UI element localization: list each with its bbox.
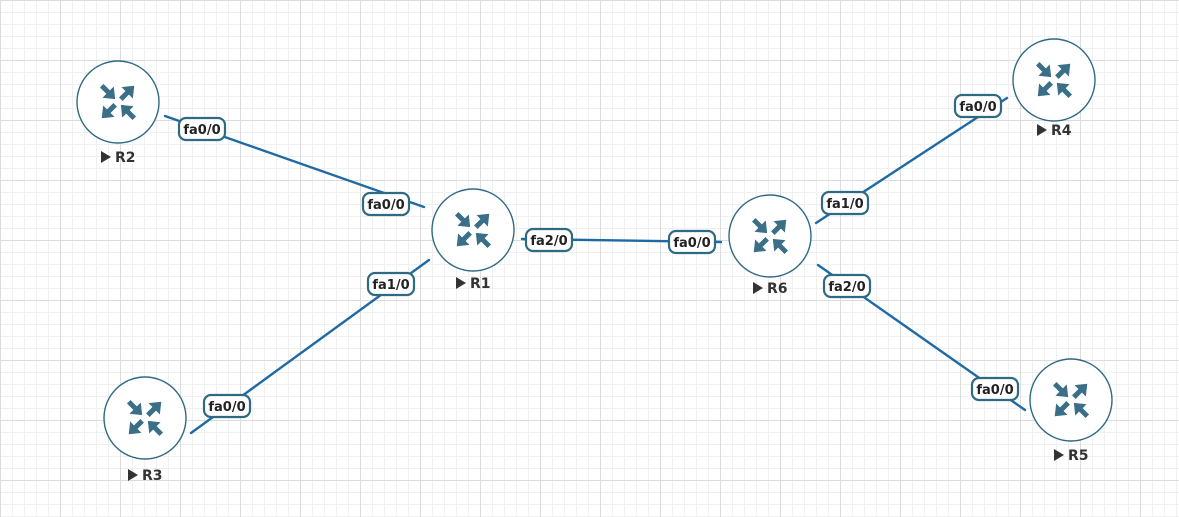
- router-label: R2: [115, 150, 136, 166]
- router-arrows-icon: [126, 399, 164, 437]
- router-icon: [1012, 38, 1096, 122]
- play-icon[interactable]: [1037, 124, 1047, 136]
- router-label: R6: [767, 281, 788, 297]
- interface-label-box: [667, 229, 717, 255]
- router-label: R3: [142, 468, 163, 484]
- play-icon[interactable]: [1054, 449, 1064, 461]
- interface-label-r5-fa0-0[interactable]: fa0/0: [970, 376, 1020, 402]
- router-arrows-icon: [1035, 61, 1073, 99]
- interface-label-box: [524, 227, 574, 253]
- play-icon[interactable]: [128, 469, 138, 481]
- interface-label-text: fa1/0: [372, 278, 409, 293]
- interface-label-r2-fa0-0[interactable]: fa0/0: [177, 116, 227, 142]
- router-r1[interactable]: R1: [431, 188, 515, 292]
- interface-label-r6-fa0-0[interactable]: fa0/0: [667, 229, 717, 255]
- router-arrows-icon: [99, 83, 137, 121]
- router-icon: [103, 376, 187, 460]
- play-icon[interactable]: [753, 282, 763, 294]
- router-icon: [76, 60, 160, 144]
- interface-label-r1-fa2-0[interactable]: fa2/0: [524, 227, 574, 253]
- router-icon: [728, 194, 812, 278]
- interface-label-text: fa0/0: [959, 100, 996, 115]
- interface-label-box: [820, 190, 870, 216]
- interface-label-r6-fa1-0[interactable]: fa1/0: [820, 190, 870, 216]
- interface-label-text: fa2/0: [530, 234, 567, 249]
- interface-label-box: [970, 376, 1020, 402]
- interface-label-box: [202, 393, 252, 419]
- interface-label-r1-fa1-0[interactable]: fa1/0: [366, 271, 416, 297]
- router-arrows-icon: [1052, 381, 1090, 419]
- router-icon: [431, 188, 515, 272]
- router-r5[interactable]: R5: [1029, 358, 1113, 464]
- interface-label-r3-fa0-0[interactable]: fa0/0: [202, 393, 252, 419]
- router-label: R1: [470, 276, 491, 292]
- router-r6[interactable]: R6: [728, 194, 812, 297]
- interface-label-box: [361, 191, 411, 217]
- interface-label-box: [822, 273, 872, 299]
- play-icon[interactable]: [101, 151, 111, 163]
- interface-label-text: fa0/0: [367, 198, 404, 213]
- interface-label-text: fa0/0: [183, 123, 220, 138]
- interface-label-text: fa1/0: [826, 197, 863, 212]
- interface-label-box: [177, 116, 227, 142]
- interface-label-r4-fa0-0[interactable]: fa0/0: [953, 93, 1003, 119]
- interface-label-text: fa0/0: [673, 236, 710, 251]
- router-label: R5: [1068, 448, 1089, 464]
- play-icon[interactable]: [456, 277, 466, 289]
- interface-label-box: [953, 93, 1003, 119]
- interface-label-r1-fa0-0[interactable]: fa0/0: [361, 191, 411, 217]
- router-arrows-icon: [454, 211, 492, 249]
- interface-label-text: fa2/0: [828, 280, 865, 295]
- router-r2[interactable]: R2: [76, 60, 160, 166]
- interface-label-r6-fa2-0[interactable]: fa2/0: [822, 273, 872, 299]
- router-r3[interactable]: R3: [103, 376, 187, 484]
- router-icon: [1029, 358, 1113, 442]
- links-layer: [163, 96, 1027, 435]
- router-arrows-icon: [751, 217, 789, 255]
- interface-label-text: fa0/0: [976, 383, 1013, 398]
- interface-label-box: [366, 271, 416, 297]
- interface-labels-layer: fa0/0 fa0/0 fa0/0 fa1/0 fa2/0 fa0/0 fa1/0 fa0/0…: [177, 93, 1020, 419]
- router-r4[interactable]: R4: [1012, 38, 1096, 139]
- interface-label-text: fa0/0: [208, 400, 245, 415]
- router-label: R4: [1051, 123, 1072, 139]
